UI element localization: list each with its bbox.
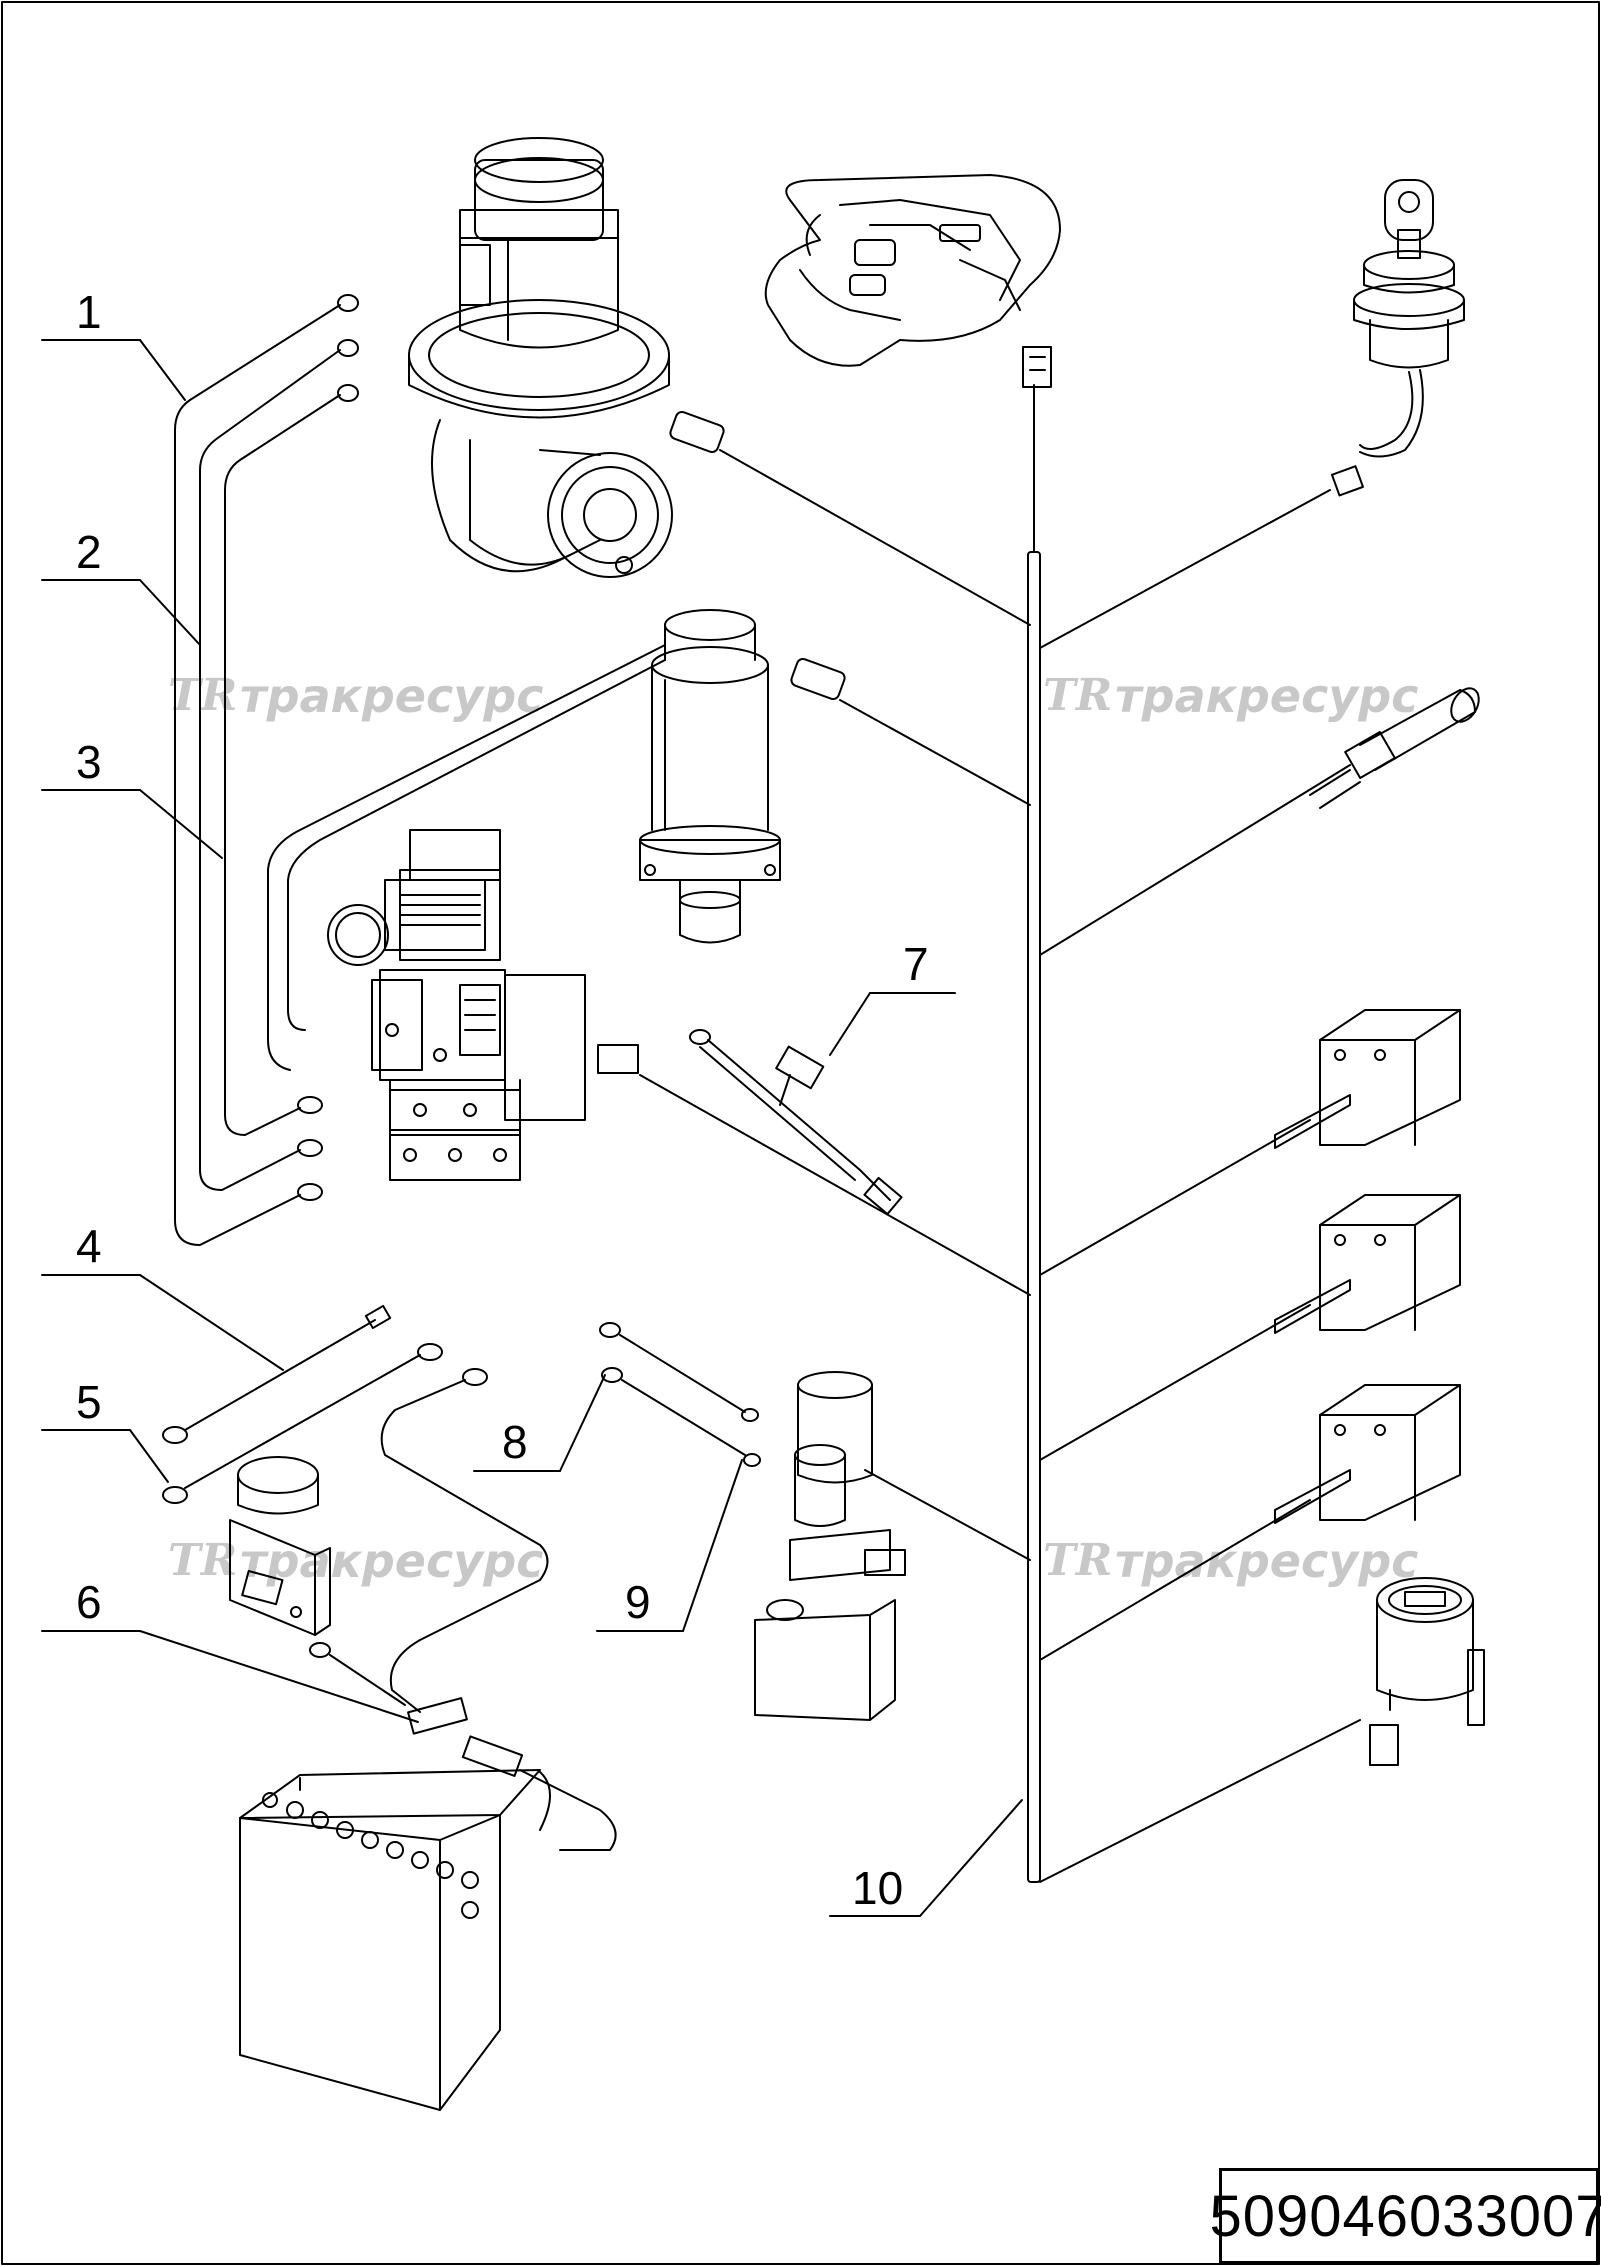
traction-motor-drive-unit: [408, 137, 673, 578]
watermark-top-right: TR тракресурс: [1043, 669, 1418, 723]
connector-controller: [597, 1044, 1031, 1296]
power-cable-2: [199, 339, 359, 1191]
watermark-bottom-left: TR тракресурс: [168, 1534, 543, 1588]
svg-text:тракресурс: тракресурс: [240, 669, 543, 723]
svg-text:1: 1: [76, 286, 102, 338]
svg-text:TR: TR: [1043, 670, 1112, 721]
svg-text:3: 3: [76, 736, 102, 788]
cable-8: [599, 1322, 759, 1422]
proximity-sensor-1: [1274, 1009, 1461, 1149]
svg-text:TR: TR: [168, 670, 237, 721]
battery-cable-6: [309, 1368, 617, 1851]
svg-text:10: 10: [852, 1862, 903, 1914]
temperature-sensor: [1309, 687, 1480, 809]
svg-text:4: 4: [76, 1220, 102, 1272]
callout-8: 8: [473, 1374, 606, 1472]
svg-text:9: 9: [625, 1576, 651, 1628]
cable-4: [162, 1304, 392, 1444]
motor-controller: [327, 829, 586, 1181]
cable-9: [601, 1367, 761, 1467]
svg-text:тракресурс: тракресурс: [1115, 1534, 1418, 1588]
svg-text:5: 5: [76, 1376, 102, 1428]
tiller-head-control: [764, 174, 1061, 388]
callout-5: 5: [41, 1376, 169, 1483]
connector-motor-sensor: [669, 410, 1031, 626]
callout-4: 4: [41, 1220, 284, 1371]
emergency-stop-switch: [229, 1456, 331, 1636]
key-switch: [1353, 179, 1465, 458]
hydraulic-power-unit: [754, 1371, 1031, 1721]
proximity-sensor-3: [1274, 1384, 1461, 1524]
watermark-top-left: TR тракресурс: [168, 669, 543, 723]
cable-5: [162, 1343, 443, 1504]
svg-text:тракресурс: тракресурс: [240, 1534, 543, 1588]
svg-text:2: 2: [76, 526, 102, 578]
callout-1: 1: [41, 286, 186, 401]
callout-3: 3: [41, 736, 223, 859]
document-number: 509046033007: [1209, 2183, 1601, 2249]
callout-6: 6: [41, 1576, 419, 1723]
callout-9: 9: [596, 1459, 743, 1632]
pump-motor: [267, 609, 781, 1071]
callout-10: 10: [829, 1799, 1023, 1917]
svg-text:тракресурс: тракресурс: [1115, 669, 1418, 723]
callout-2: 2: [41, 526, 201, 646]
battery-indicator: [1376, 1577, 1485, 1726]
connector-pump-sensor: [790, 657, 1031, 806]
watermark-bottom-right: TR тракресурс: [1043, 1534, 1418, 1588]
svg-text:TR: TR: [1043, 1535, 1112, 1586]
svg-text:6: 6: [76, 1576, 102, 1628]
svg-text:TR: TR: [168, 1535, 237, 1586]
signal-cable-7: [689, 1029, 903, 1216]
svg-text:7: 7: [903, 938, 929, 990]
traction-battery: [239, 1769, 551, 2111]
power-cable-3: [224, 384, 359, 1136]
svg-text:8: 8: [502, 1416, 528, 1468]
document-number-box: 509046033007: [1209, 2168, 1601, 2264]
proximity-sensor-2: [1274, 1194, 1461, 1334]
main-wiring-harness: [1027, 384, 1399, 1883]
callout-7: 7: [829, 938, 956, 1056]
power-cable-1: [174, 294, 359, 1246]
